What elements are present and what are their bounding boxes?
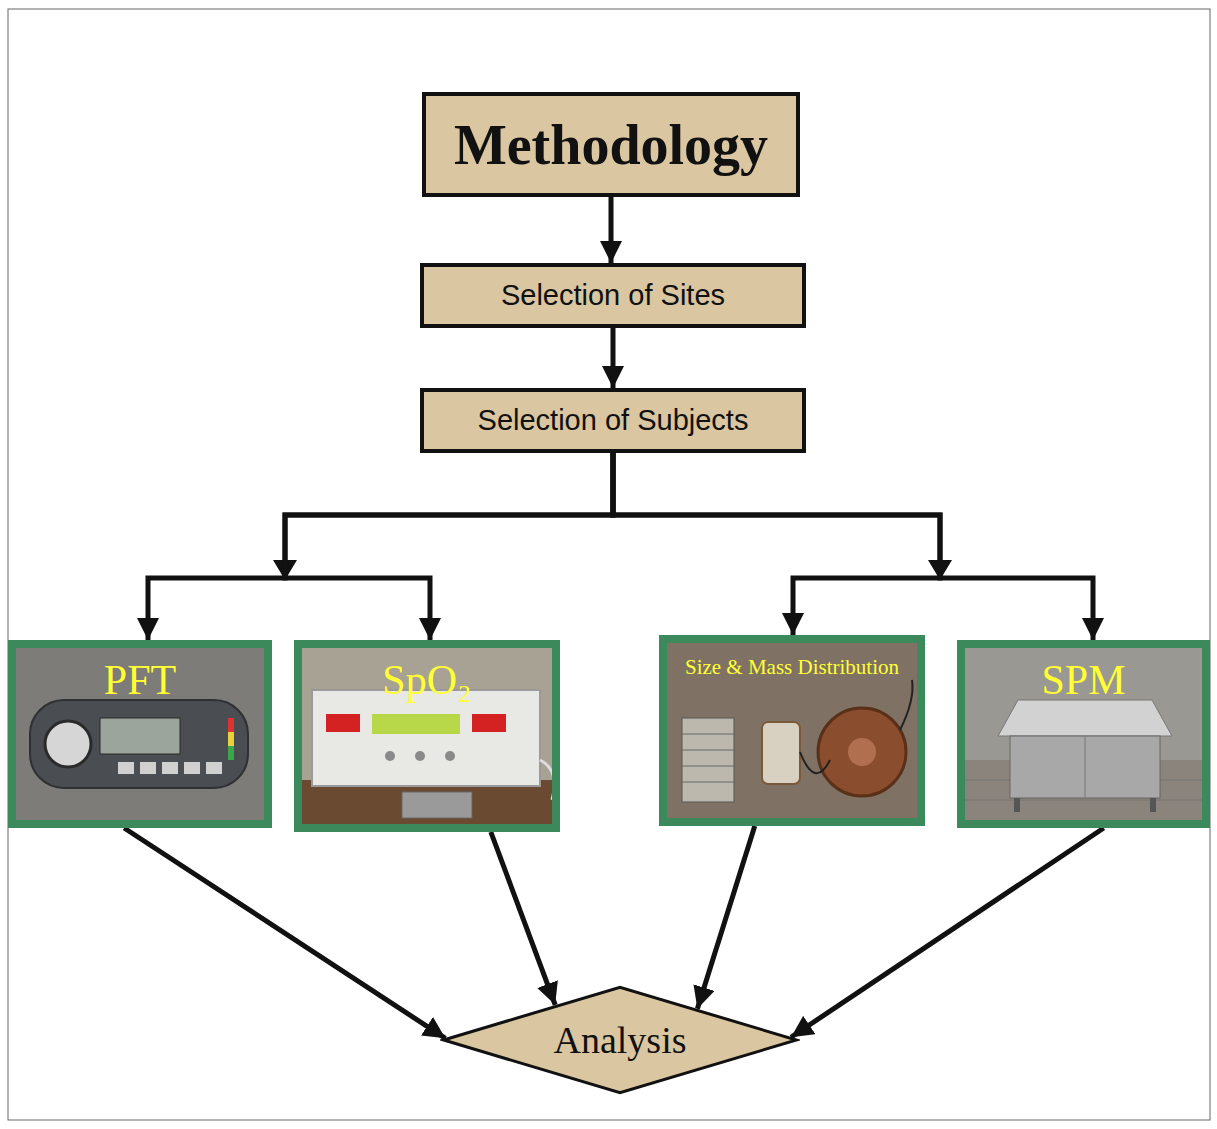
connector-arrow (285, 453, 613, 640)
process-box: Selection of Sites (420, 263, 806, 328)
node-label: Analysis (554, 1018, 687, 1062)
node-label: SPM (1041, 648, 1125, 704)
node-label: Selection of Sites (501, 279, 725, 312)
heading-box: Methodology (422, 92, 800, 197)
connector-arrow (148, 453, 613, 640)
photo-box: PFT (8, 640, 272, 828)
node-label: Methodology (454, 113, 768, 177)
connector-arrow (491, 832, 555, 1005)
pulse-oximeter-photo (302, 648, 554, 824)
connector-arrow (124, 828, 445, 1038)
node-label: Size & Mass Distribution (685, 643, 899, 680)
node-label: SpO₂ (382, 648, 471, 704)
photo-box: SpO₂ (294, 640, 560, 832)
connector-arrow (611, 328, 616, 388)
photo-box: Size & Mass Distribution (659, 635, 925, 826)
node-label: Selection of Subjects (478, 404, 749, 437)
impactor-photo (667, 643, 917, 818)
connector-arrow (613, 453, 940, 635)
connector-arrow (613, 453, 1093, 640)
peak-flow-meter-photo (16, 648, 264, 820)
decision-diamond: Analysis (440, 985, 800, 1095)
spm-sampler-photo (965, 648, 1202, 820)
photo-box: SPM (957, 640, 1210, 828)
process-box: Selection of Subjects (420, 388, 806, 453)
node-label: PFT (104, 648, 176, 704)
connector-arrow (791, 828, 1104, 1037)
page-frame (8, 9, 1210, 1120)
connector-arrow (609, 197, 614, 263)
connector-arrow (697, 826, 754, 1009)
